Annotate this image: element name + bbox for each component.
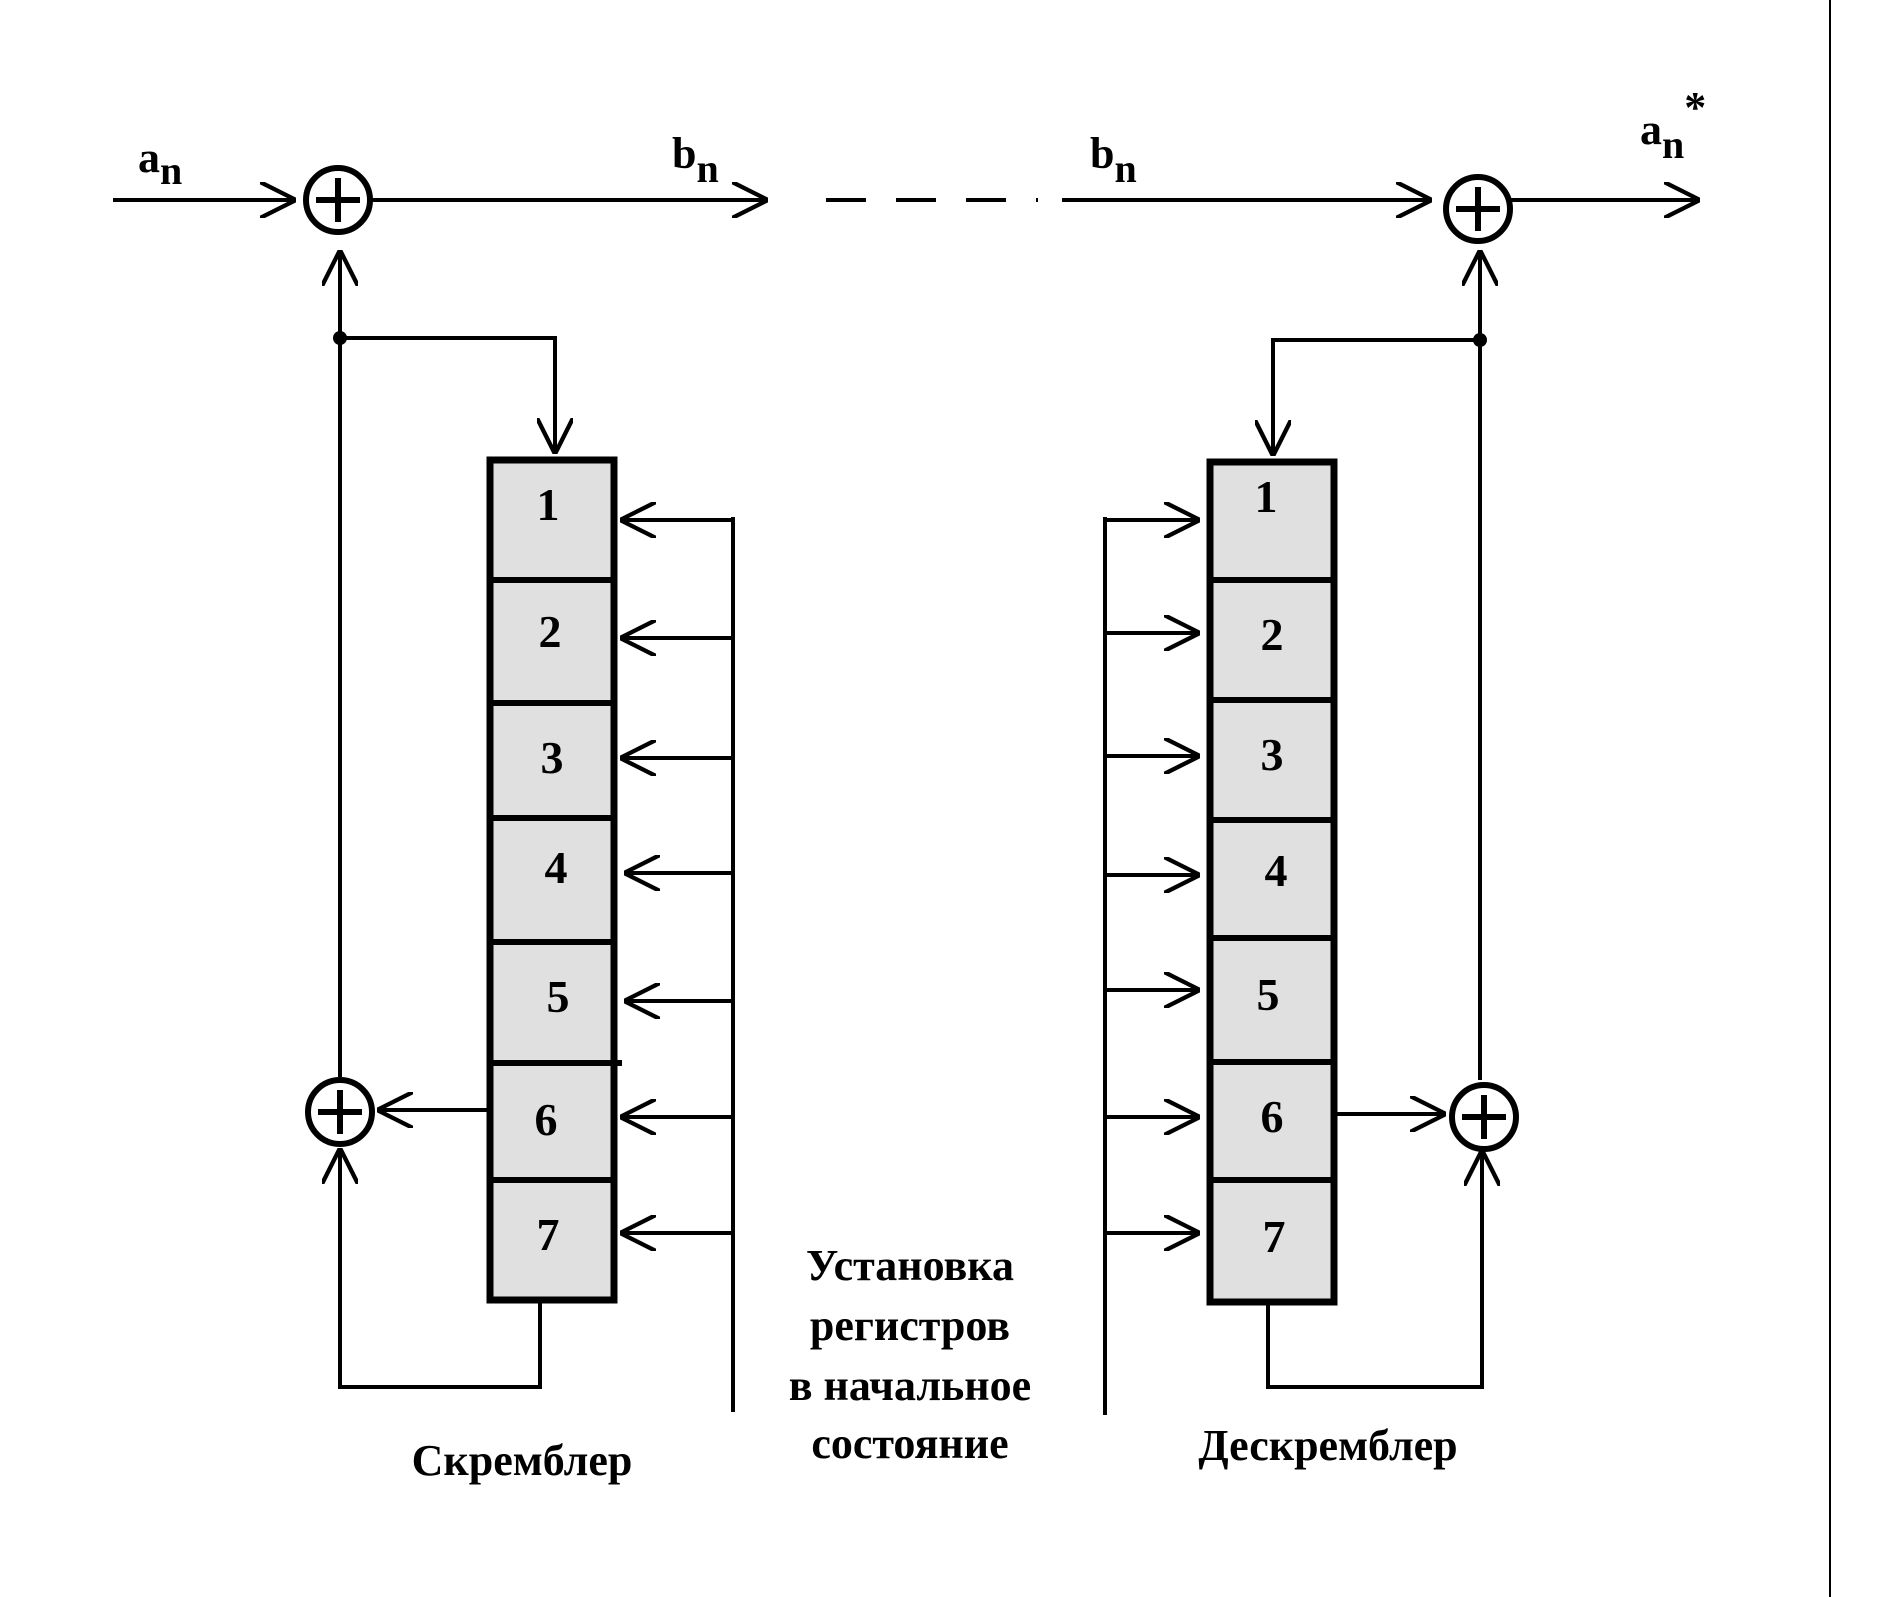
output-signal-label: an* — [1640, 83, 1706, 167]
descrambler-cell-7-label: 7 — [1263, 1211, 1286, 1262]
scrambler-cell-4-label: 4 — [545, 842, 568, 893]
reset-caption: Установка регистров в начальное состояни… — [789, 1241, 1031, 1468]
scrambler-feedback-to-cell1 — [340, 336, 555, 454]
reset-caption-line-1: Установка — [806, 1241, 1014, 1290]
scrambler-bottom-xor-adder — [305, 1077, 375, 1147]
scrambler-register-outline — [486, 456, 618, 1304]
descrambler-cell-5-label: 5 — [1257, 969, 1280, 1020]
descrambler-cell-3-label: 3 — [1261, 729, 1284, 780]
scrambler-cell-6-label: 6 — [535, 1094, 558, 1145]
descrambler-cell-4 — [1207, 817, 1337, 941]
reset-caption-line-4: состояние — [811, 1419, 1008, 1468]
scrambler-register: 1 2 3 4 5 6 7 — [486, 456, 622, 1304]
descrambler-junction-dot — [1473, 333, 1487, 347]
reset-caption-line-3: в начальное — [789, 1361, 1031, 1410]
scrambler-tap7-line — [340, 1148, 542, 1389]
descrambler-tap7-line — [1266, 1150, 1482, 1389]
scrambled-signal-label-right: bn — [1090, 129, 1137, 191]
descrambler-feedback-to-cell1 — [1273, 338, 1480, 456]
scrambler-cell-3-label: 3 — [541, 732, 564, 783]
scrambler-cell-2-label: 2 — [539, 606, 562, 657]
scrambler-cell-7 — [487, 1177, 617, 1303]
descrambler-bottom-xor-adder — [1449, 1082, 1519, 1152]
descrambler-register: 1 2 3 4 5 6 7 — [1206, 458, 1338, 1306]
scrambler-cell-5-label: 5 — [547, 971, 570, 1022]
descrambler-register-outline — [1206, 458, 1338, 1306]
descrambler-cell-1-label: 1 — [1255, 471, 1278, 522]
scrambler-cell-7-label: 7 — [537, 1209, 560, 1260]
descrambler-cell-6-label: 6 — [1261, 1091, 1284, 1142]
scrambled-signal-label-left: bn — [672, 129, 719, 191]
reset-caption-line-2: регистров — [810, 1301, 1010, 1350]
input-signal-label: an — [138, 133, 182, 193]
scrambler-top-xor-adder — [303, 165, 373, 235]
descrambler-cell-4-label: 4 — [1265, 845, 1288, 896]
descrambler-top-xor-adder — [1443, 174, 1513, 244]
scrambler-label: Скремблер — [412, 1436, 633, 1485]
descrambler-label: Дескремблер — [1198, 1421, 1457, 1470]
descrambler-cell-2-label: 2 — [1261, 609, 1284, 660]
scrambler-junction-dot — [333, 331, 347, 345]
scrambler-cell-1-label: 1 — [537, 479, 560, 530]
